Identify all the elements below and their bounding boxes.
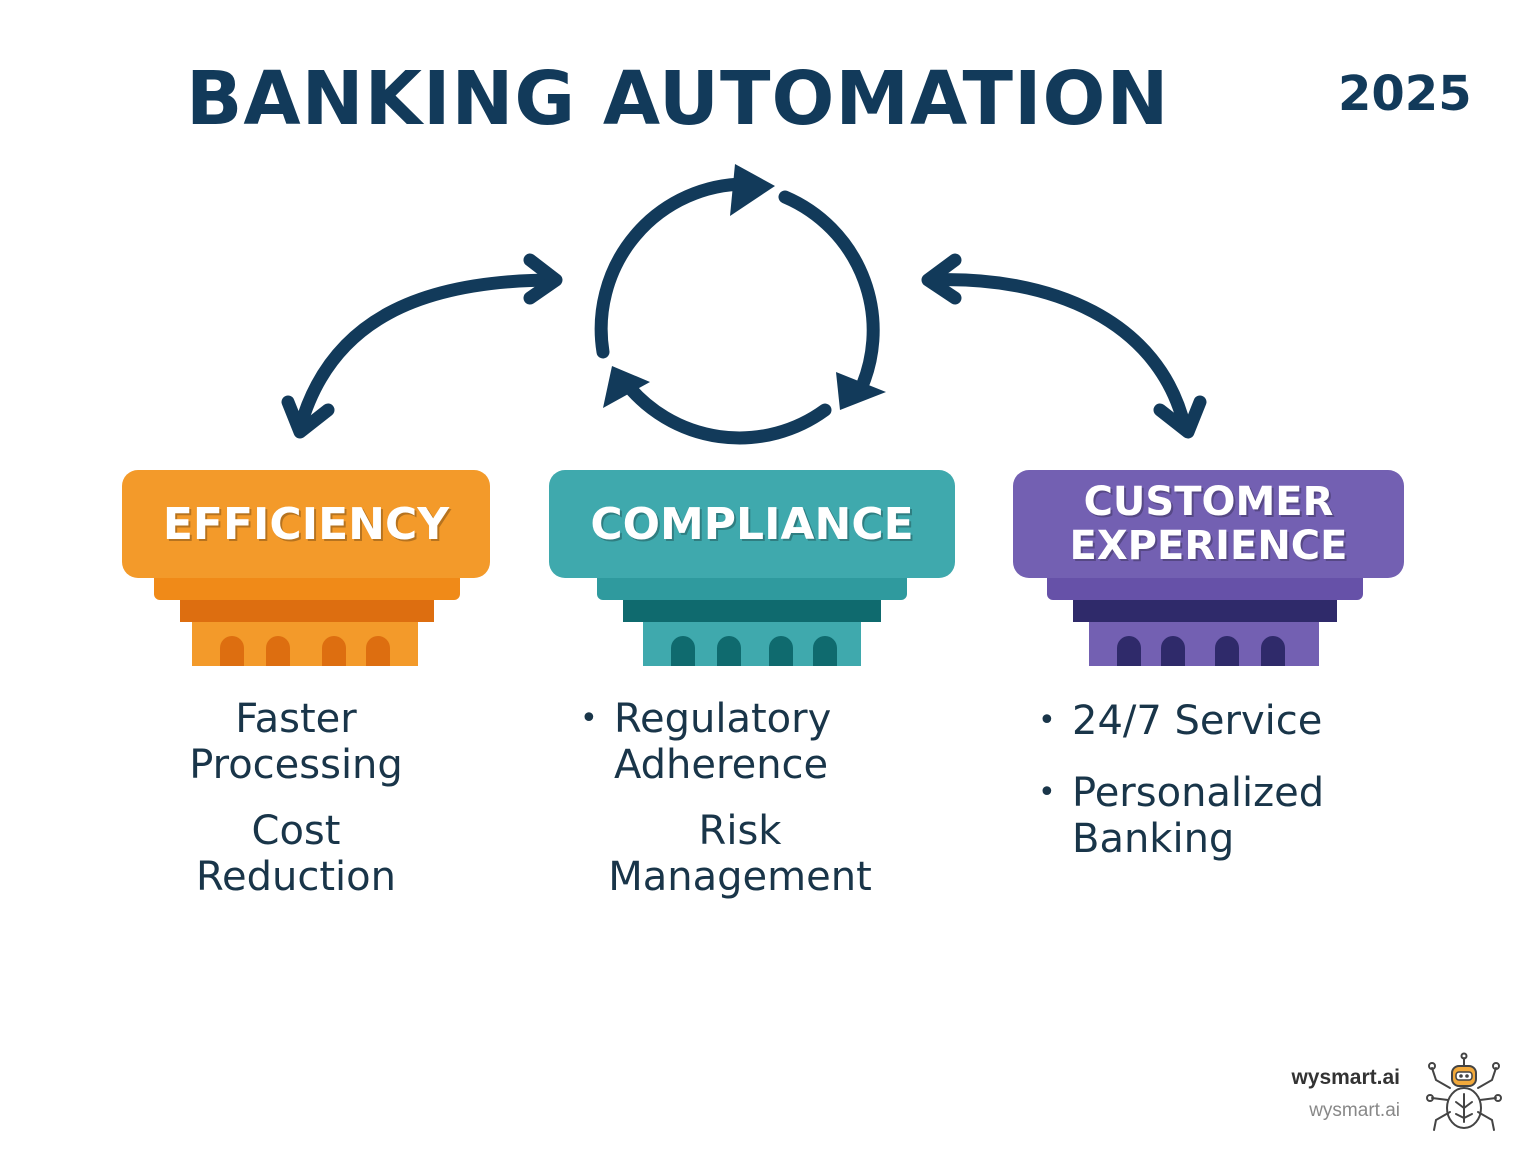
list-item: Cost Reduction (196, 808, 396, 900)
customer-experience-benefits-list: • 24/7 Service • Personalized Banking (1038, 698, 1398, 862)
pillar-efficiency: EFFICIENCY (122, 470, 490, 666)
cycle-arrows-icon (594, 177, 880, 445)
pillar-compliance: COMPLIANCE (549, 470, 955, 666)
list-item: 24/7 Service (1072, 698, 1323, 744)
pillar-band (154, 578, 460, 600)
list-item: Risk Management (608, 808, 872, 900)
pillar-band (1047, 578, 1363, 600)
pillar-customer-experience: CUSTOMER EXPERIENCE (1013, 470, 1404, 666)
compliance-benefits-list: • Regulatory Adherence Risk Management (580, 696, 920, 900)
list-item: Personalized Banking (1072, 770, 1325, 862)
pillar-base (643, 622, 861, 666)
bullet-icon: • (580, 701, 598, 736)
pillar-base (192, 622, 418, 666)
pillar-band (623, 600, 881, 622)
brand-name: wysmart.ai (1291, 1066, 1400, 1089)
efficiency-benefits-list: Faster Processing Cost Reduction (146, 696, 446, 900)
pillar-band (597, 578, 907, 600)
year-label: 2025 (1338, 66, 1472, 122)
curved-double-arrow-icon-right (923, 273, 1192, 435)
pillar-label-efficiency: EFFICIENCY (122, 470, 490, 578)
bullet-icon: • (1038, 775, 1056, 810)
brand-url: wysmart.ai (1309, 1100, 1400, 1121)
diagram-title: BANKING AUTOMATION (186, 56, 1170, 142)
pillar-label-customer-experience: CUSTOMER EXPERIENCE (1013, 470, 1404, 578)
pillar-band (1073, 600, 1337, 622)
robot-spider-logo-icon (1426, 1052, 1502, 1131)
pillar-label-compliance: COMPLIANCE (549, 470, 955, 578)
list-item: Faster Processing (189, 696, 403, 788)
pillar-base (1089, 622, 1319, 666)
pillar-band (180, 600, 434, 622)
list-item: Regulatory Adherence (614, 696, 832, 788)
curved-double-arrow-icon-left (293, 273, 562, 435)
bullet-icon: • (1038, 703, 1056, 738)
